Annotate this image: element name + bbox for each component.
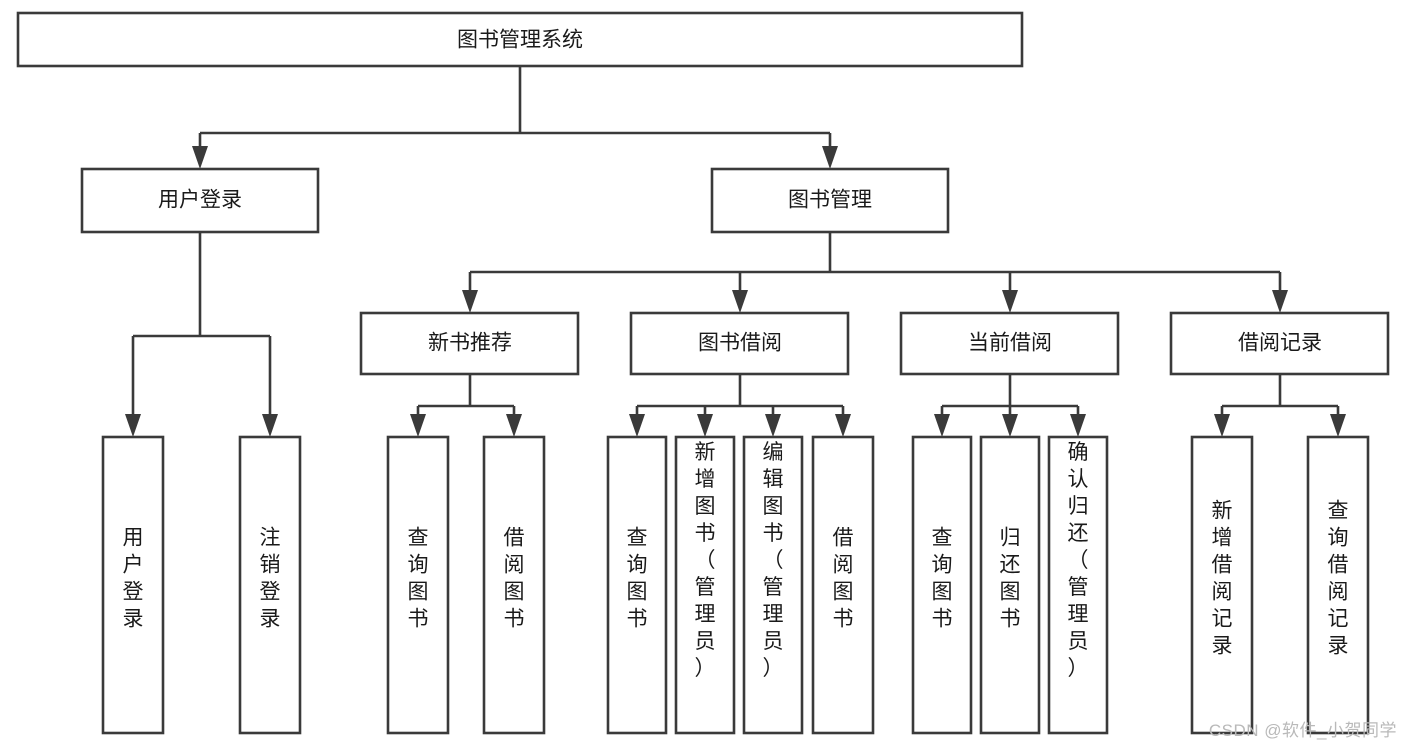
arrow-head-user-login bbox=[192, 146, 208, 169]
node-leaf-user-logout[interactable]: 注销登录 bbox=[238, 435, 302, 735]
arrow-head-leaf-user-login bbox=[125, 414, 141, 437]
arrow-head-book-borrow bbox=[732, 290, 748, 313]
node-leaf-add-book-label: 新增图书（管理员） bbox=[695, 441, 716, 680]
arrow-head-leaf-borrow-book-b bbox=[835, 414, 851, 437]
arrow-head-leaf-query-record bbox=[1330, 414, 1346, 437]
node-leaf-edit-book[interactable]: 编辑图书（管理员） bbox=[742, 435, 804, 735]
node-leaf-query-book-b-label: 查询图书 bbox=[627, 527, 648, 631]
node-leaf-add-book[interactable]: 新增图书（管理员） bbox=[674, 435, 736, 735]
arrow-head-leaf-query-book-a bbox=[410, 414, 426, 437]
node-leaf-query-book-a-label: 查询图书 bbox=[408, 527, 429, 631]
node-leaf-query-record[interactable]: 查询借阅记录 bbox=[1306, 435, 1370, 735]
arrow-head-current-borrow bbox=[1002, 290, 1018, 313]
node-leaf-query-record-box[interactable] bbox=[1306, 435, 1370, 735]
node-current-borrow-box[interactable] bbox=[899, 311, 1120, 376]
node-root-box[interactable] bbox=[16, 11, 1024, 68]
node-leaf-borrow-book-a-label: 借阅图书 bbox=[504, 527, 525, 631]
arrow-head-leaf-confirm-return bbox=[1070, 414, 1086, 437]
node-current-borrow-label: 当前借阅 bbox=[968, 332, 1052, 355]
arrow-head-leaf-add-record bbox=[1214, 414, 1230, 437]
node-leaf-query-book-a-box[interactable] bbox=[386, 435, 450, 735]
arrow-head-book-manage bbox=[822, 146, 838, 169]
node-user-login-box[interactable] bbox=[80, 167, 320, 234]
node-borrow-record-box[interactable] bbox=[1169, 311, 1390, 376]
arrow-head-leaf-edit-book bbox=[765, 414, 781, 437]
node-leaf-borrow-book-b-label: 借阅图书 bbox=[833, 527, 854, 631]
node-new-book-rec[interactable]: 新书推荐 bbox=[359, 311, 580, 376]
node-leaf-add-record-box[interactable] bbox=[1190, 435, 1254, 735]
node-leaf-edit-book-box[interactable] bbox=[742, 435, 804, 735]
node-root-label: 图书管理系统 bbox=[457, 29, 583, 52]
node-leaf-query-record-label: 查询借阅记录 bbox=[1328, 500, 1349, 658]
node-new-book-rec-label: 新书推荐 bbox=[428, 332, 512, 355]
node-root[interactable]: 图书管理系统 bbox=[16, 11, 1024, 68]
node-leaf-add-record-label: 新增借阅记录 bbox=[1212, 500, 1233, 658]
node-leaf-return-book-box[interactable] bbox=[979, 435, 1041, 735]
node-user-login-label: 用户登录 bbox=[158, 189, 242, 212]
node-leaf-user-login[interactable]: 用户登录 bbox=[101, 435, 165, 735]
node-leaf-edit-book-label: 编辑图书（管理员） bbox=[763, 441, 784, 680]
node-leaf-query-book-b-box[interactable] bbox=[606, 435, 668, 735]
node-leaf-borrow-book-a-box[interactable] bbox=[482, 435, 546, 735]
node-book-borrow-label: 图书借阅 bbox=[698, 332, 782, 355]
node-leaf-user-login-box[interactable] bbox=[101, 435, 165, 735]
node-leaf-query-book-b[interactable]: 查询图书 bbox=[606, 435, 668, 735]
node-book-manage-box[interactable] bbox=[710, 167, 950, 234]
node-leaf-borrow-book-b-box[interactable] bbox=[811, 435, 875, 735]
node-leaf-query-book-c-label: 查询图书 bbox=[932, 527, 953, 631]
node-book-borrow-box[interactable] bbox=[629, 311, 850, 376]
node-book-manage[interactable]: 图书管理 bbox=[710, 167, 950, 234]
node-leaf-query-book-c[interactable]: 查询图书 bbox=[911, 435, 973, 735]
node-leaf-add-record[interactable]: 新增借阅记录 bbox=[1190, 435, 1254, 735]
arrow-head-borrow-record bbox=[1272, 290, 1288, 313]
node-new-book-rec-box[interactable] bbox=[359, 311, 580, 376]
node-leaf-confirm-return-label: 确认归还（管理员） bbox=[1068, 441, 1089, 680]
node-leaf-user-logout-box[interactable] bbox=[238, 435, 302, 735]
node-leaf-query-book-c-box[interactable] bbox=[911, 435, 973, 735]
node-current-borrow[interactable]: 当前借阅 bbox=[899, 311, 1120, 376]
arrow-head-leaf-borrow-book-a bbox=[506, 414, 522, 437]
node-leaf-query-book-a[interactable]: 查询图书 bbox=[386, 435, 450, 735]
node-leaf-confirm-return[interactable]: 确认归还（管理员） bbox=[1047, 435, 1109, 735]
node-leaf-return-book[interactable]: 归还图书 bbox=[979, 435, 1041, 735]
arrow-head-leaf-return-book bbox=[1002, 414, 1018, 437]
node-leaf-user-login-label: 用户登录 bbox=[123, 527, 144, 631]
connectors-layer bbox=[125, 66, 1346, 437]
node-book-manage-label: 图书管理 bbox=[788, 189, 872, 212]
node-borrow-record[interactable]: 借阅记录 bbox=[1169, 311, 1390, 376]
node-borrow-record-label: 借阅记录 bbox=[1238, 332, 1322, 355]
node-book-borrow[interactable]: 图书借阅 bbox=[629, 311, 850, 376]
arrow-head-new-book-rec bbox=[462, 290, 478, 313]
node-leaf-borrow-book-a[interactable]: 借阅图书 bbox=[482, 435, 546, 735]
node-leaf-borrow-book-b[interactable]: 借阅图书 bbox=[811, 435, 875, 735]
node-user-login[interactable]: 用户登录 bbox=[80, 167, 320, 234]
node-leaf-add-book-box[interactable] bbox=[674, 435, 736, 735]
node-leaf-return-book-label: 归还图书 bbox=[1000, 527, 1021, 631]
arrow-head-leaf-add-book bbox=[697, 414, 713, 437]
node-leaf-confirm-return-box[interactable] bbox=[1047, 435, 1109, 735]
arrow-head-leaf-query-book-c bbox=[934, 414, 950, 437]
node-leaf-user-logout-label: 注销登录 bbox=[260, 527, 281, 631]
arrow-head-leaf-user-logout bbox=[262, 414, 278, 437]
arrow-head-leaf-query-book-b bbox=[629, 414, 645, 437]
